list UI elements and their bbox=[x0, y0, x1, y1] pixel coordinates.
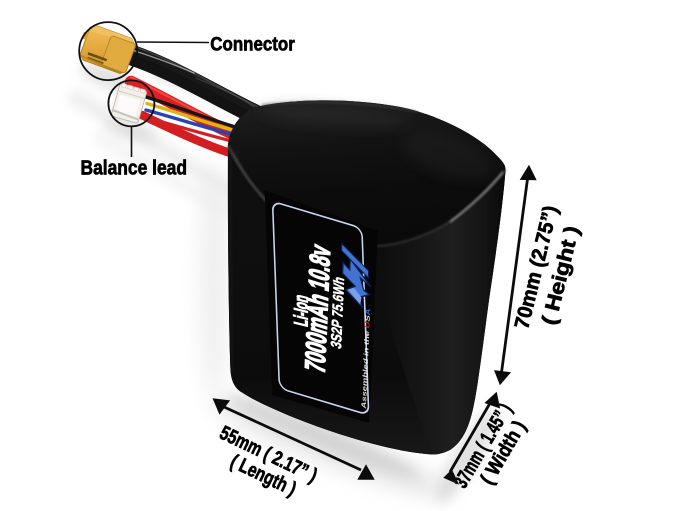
svg-text:Assembled in the USA: Assembled in the USA bbox=[361, 307, 372, 409]
svg-text:3S2P 75.6Wh: 3S2P 75.6Wh bbox=[328, 275, 348, 351]
svg-text:Balance lead: Balance lead bbox=[81, 158, 188, 180]
svg-text:Li-Ion: Li-Ion bbox=[291, 292, 313, 328]
svg-text:Connector: Connector bbox=[210, 34, 295, 55]
svg-text:7000mAh 10.8v: 7000mAh 10.8v bbox=[300, 241, 337, 377]
